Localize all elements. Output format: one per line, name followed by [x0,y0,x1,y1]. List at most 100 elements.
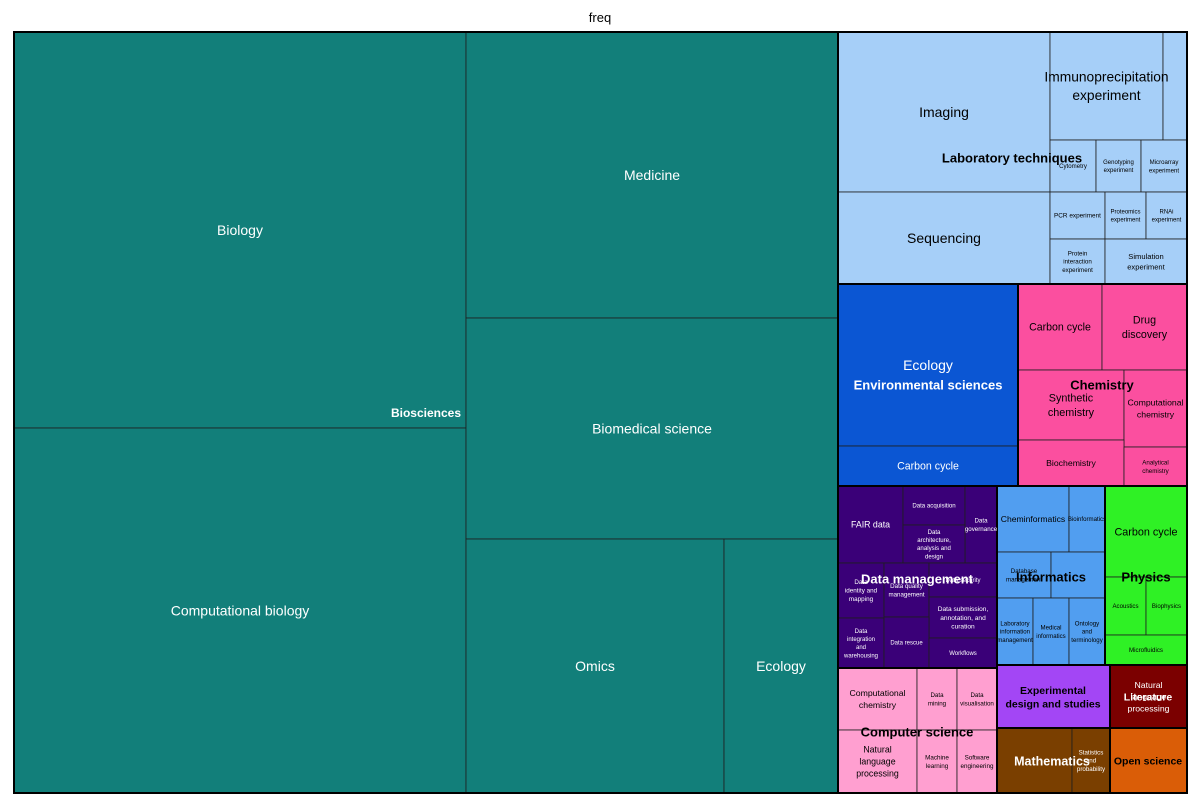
tile-label-biochemistry: Biochemistry [1046,458,1096,468]
group-label-laboratory-techniques: Laboratory techniques [942,151,1082,166]
tile-label-bioinformatics: Bioinformatics [1068,516,1106,523]
tile-label-acoustics: Acoustics [1112,603,1138,610]
tile-data-mining [916,667,958,731]
tile-proteomics-experiment [1104,191,1147,240]
group-border-open-science [1109,727,1188,794]
group-laboratory-techniques [837,31,1188,285]
chart-title: freq [588,10,612,25]
tile-computational-chemistry [837,667,918,731]
group-label-literature: Literature [1124,692,1173,704]
group-computer-science [837,667,998,794]
tile-natural-language-processing [1109,664,1188,729]
group-physics [1104,485,1188,666]
group-label-biosciences: Biosciences [391,406,461,420]
tile-ecology [723,538,839,794]
tile-label-carbon-cycle: Carbon cycle [1029,322,1091,334]
tile-label-data-acquisition: Data acquisition [912,503,955,510]
tile-label-medicine: Medicine [624,167,680,183]
tile-label-carbon-cycle: Carbon cycle [1114,526,1177,538]
tile-laboratory-information-management [996,597,1034,666]
group-mathematics [996,727,1111,794]
tile-cheminformatics [996,485,1070,553]
tile-pcr-experiment [1049,191,1106,240]
tile-informatics [1050,551,1106,599]
group-chemistry [1017,283,1188,487]
tile-rnai-experiment [1145,191,1188,240]
tile-microfluidics [1104,634,1188,666]
tile-label-cytometry: Cytometry [1059,163,1088,170]
tile-software-engineering [956,729,998,794]
group-label-open-science: Open science [1114,756,1182,768]
tile-imaging [837,31,1051,193]
group-informatics [996,485,1106,666]
tile-biochemistry [1017,439,1125,487]
tile-label-workflows: Workflows [949,651,977,657]
tile-analytical-chemistry [1123,446,1188,487]
group-literature [1109,664,1188,729]
tile-data-rescue [883,616,930,669]
tile-label-carbon-cycle: Carbon cycle [897,461,959,473]
group-data-management [837,485,998,669]
group-label-chemistry: Chemistry [1070,378,1134,393]
tile-acoustics [1104,576,1147,636]
tile-label-ecology: Ecology [756,658,806,674]
group-label-informatics: Informatics [1016,570,1086,585]
tile-medical-informatics [1032,597,1070,666]
tile-ontology-and-terminology [1068,597,1106,666]
tile-label-omics: Omics [575,658,615,674]
tile-data-governance [964,485,998,564]
tile-medicine [465,31,839,319]
tile-workflows [928,637,998,669]
tile-label-data-security: Data security [945,578,980,584]
tile-carbon-cycle [1017,283,1103,371]
tile-sequencing [837,191,1051,285]
tile-experimental-design-and-studies [996,664,1111,729]
tile-data-security [928,562,998,598]
group-biosciences [13,31,839,794]
group-label-data-management: Data management [861,572,974,587]
tile-genotyping-experiment [1095,139,1142,193]
tile-label-biomedical-science: Biomedical science [592,420,712,436]
tile-simulation-experiment [1104,238,1188,285]
tile-microarray-experiment [1140,139,1188,193]
group-label-physics: Physics [1121,570,1170,585]
tile-label-data-rescue: Data rescue [890,641,923,647]
tile-statistics-and-probability [1071,727,1111,794]
group-label-computer-science: Computer science [861,725,974,740]
tile-label-sequencing: Sequencing [907,230,981,246]
tile-biomedical-science [465,317,839,540]
tile-label-imaging: Imaging [919,104,969,120]
tile-label-microfluidics: Microfluidics [1129,647,1163,654]
tile-fair-data [837,485,904,564]
tile-laboratory-techniques [1162,31,1188,141]
tile-label-biophysics: Biophysics [1152,603,1181,610]
tile-data-visualisation [956,667,998,731]
tile-label-pcr-experiment: PCR experiment [1054,213,1101,220]
tile-label-cheminformatics: Cheminformatics [1001,514,1065,524]
